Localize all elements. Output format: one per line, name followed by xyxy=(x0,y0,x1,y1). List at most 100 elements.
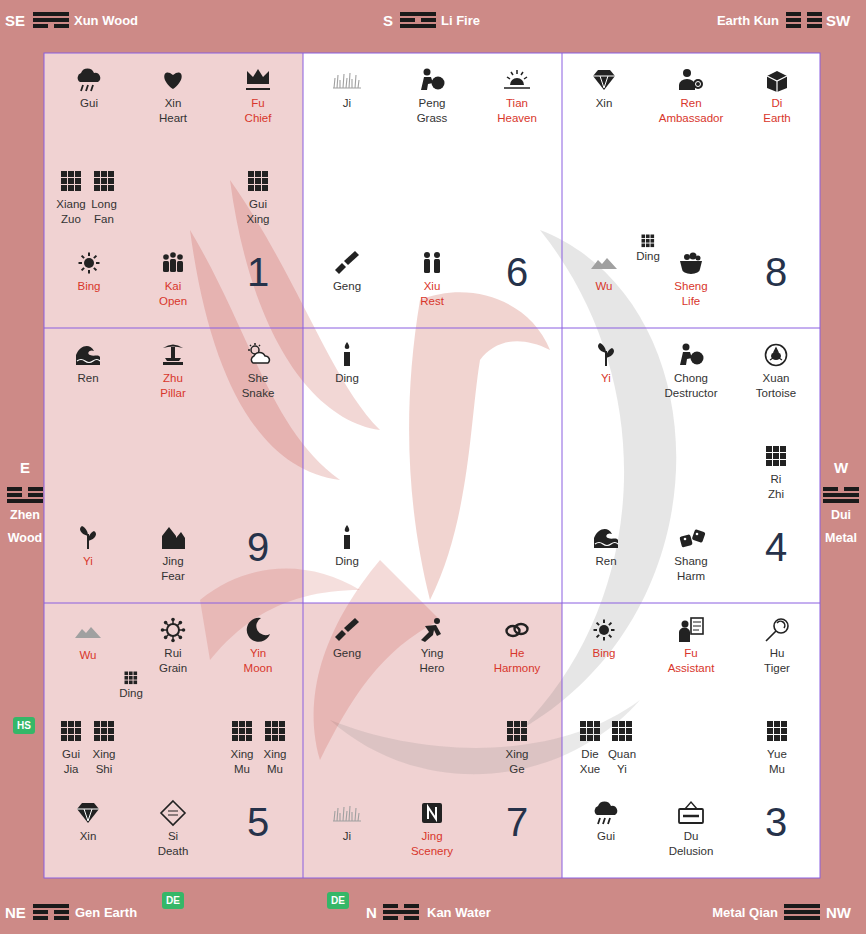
dice-icon-part xyxy=(692,529,706,543)
assistant-icon-part xyxy=(693,622,701,630)
cloud-icon-part xyxy=(595,802,618,815)
grid-icon-part xyxy=(94,721,100,727)
pot-icon-part xyxy=(680,261,702,274)
grid-lines xyxy=(44,53,820,878)
palace-fill xyxy=(303,53,562,328)
agent-icon-part xyxy=(679,79,695,90)
star-label: Fu Assistant xyxy=(668,646,715,676)
assistant-icon-part xyxy=(682,621,689,628)
grid-icon-part xyxy=(248,178,254,184)
trigram-symbol-part xyxy=(28,493,43,497)
star-label: Peng Grass xyxy=(417,96,448,126)
star-label: Ding xyxy=(335,371,359,386)
palace-fill xyxy=(562,53,820,328)
sprout-icon-part xyxy=(88,531,96,541)
grid-icon-part xyxy=(68,178,74,184)
cloud-icon-part xyxy=(598,818,600,824)
agent-icon xyxy=(679,69,703,90)
grid-icon-part xyxy=(612,735,618,741)
grid-icon-part xyxy=(587,735,593,741)
pair-icon-part xyxy=(424,252,430,258)
palace-cell: RenZhu PillarShe SnakeYiJing Fear9 xyxy=(44,328,303,603)
sgrid-icon xyxy=(125,672,138,685)
trigram-symbol-part xyxy=(7,499,43,503)
trigram-symbol-part xyxy=(807,24,822,28)
grid-icon xyxy=(612,721,632,741)
palace-number: 1 xyxy=(247,250,269,294)
grid-icon-part xyxy=(108,735,114,741)
trigram-symbol xyxy=(400,12,436,28)
grid-icon-part xyxy=(279,721,285,727)
star-label: Ren Ambassador xyxy=(659,96,724,126)
star-label: Geng xyxy=(333,646,361,661)
grid-icon-part xyxy=(108,178,114,184)
candle-icon-part xyxy=(345,342,350,349)
saw-icon-part xyxy=(335,630,346,641)
grid-icon-part xyxy=(232,721,238,727)
watermark-swoosh xyxy=(520,230,676,730)
grid-icon-part xyxy=(94,178,100,184)
mountain-icon-part xyxy=(591,258,617,269)
nbox-icon-part xyxy=(422,803,442,823)
sgrid-icon-part xyxy=(646,235,650,239)
trigram-symbol xyxy=(784,904,820,920)
palace-cell: WuRui GrainYin MoonDingGui JiaXing ShiXi… xyxy=(44,603,303,878)
cloud-icon-part xyxy=(78,69,101,82)
virus-icon-part xyxy=(179,621,183,625)
grid-icon-part xyxy=(75,171,81,177)
sun-icon-part xyxy=(94,256,97,259)
sgrid-icon-part xyxy=(651,239,655,243)
grid-icon-part xyxy=(781,728,787,734)
assistant-icon xyxy=(679,618,703,642)
agent-icon-part xyxy=(683,69,691,77)
grid-icon-part xyxy=(94,728,100,734)
grid-icon-part xyxy=(774,721,780,727)
sun-icon-part xyxy=(96,262,100,264)
star-label: Xiu Rest xyxy=(420,279,444,309)
sun-icon-part xyxy=(94,268,97,271)
saw-icon-part xyxy=(344,251,359,265)
virus-icon xyxy=(161,618,186,643)
cloud-icon-part xyxy=(91,85,93,91)
heart-icon xyxy=(164,72,181,89)
palace-cell: YiChong DestructorXuan TortoiseRi ZhiRen… xyxy=(562,328,821,603)
trigram-symbol-part xyxy=(400,18,415,22)
people-icon-part xyxy=(177,261,183,272)
palace-fill xyxy=(44,603,303,878)
star-label: Hu Tiger xyxy=(764,646,790,676)
thief-icon-part xyxy=(683,344,690,351)
sprout-icon xyxy=(598,343,614,366)
sgrid-icon-part xyxy=(646,244,650,248)
grid-icon-part xyxy=(774,735,780,741)
grid-icon-part xyxy=(272,728,278,734)
grass-icon-part xyxy=(333,73,361,88)
virus-icon-part xyxy=(161,628,165,632)
agent-icon-part xyxy=(696,82,701,87)
grid-icon-part xyxy=(594,728,600,734)
grid-icon xyxy=(248,171,268,191)
grid-icon-part xyxy=(75,178,81,184)
grid-icon-part xyxy=(626,735,632,741)
grid-icon-part xyxy=(101,185,107,191)
star-label: Quan Yi xyxy=(608,747,636,777)
grid-icon-part xyxy=(272,721,278,727)
tortoise-icon xyxy=(766,345,787,366)
people-icon xyxy=(163,252,183,272)
sgrid-icon-part xyxy=(134,676,138,680)
grid-icon-part xyxy=(61,185,67,191)
trigram-name: Kan Water xyxy=(427,905,491,920)
grid-icon-part xyxy=(780,460,786,466)
compass-direction: S xyxy=(383,12,393,29)
star-label: Xing Mu xyxy=(263,747,286,777)
pot-icon-part xyxy=(690,253,697,260)
grid-icon-part xyxy=(262,185,268,191)
palace-cell: DingDing xyxy=(303,328,562,603)
grid-icon-part xyxy=(61,735,67,741)
trigram-symbol xyxy=(33,904,69,920)
grid-icon-part xyxy=(781,721,787,727)
grid-icon-part xyxy=(94,735,100,741)
star-label: Wu xyxy=(595,279,612,294)
star-label: Kai Open xyxy=(159,279,187,309)
